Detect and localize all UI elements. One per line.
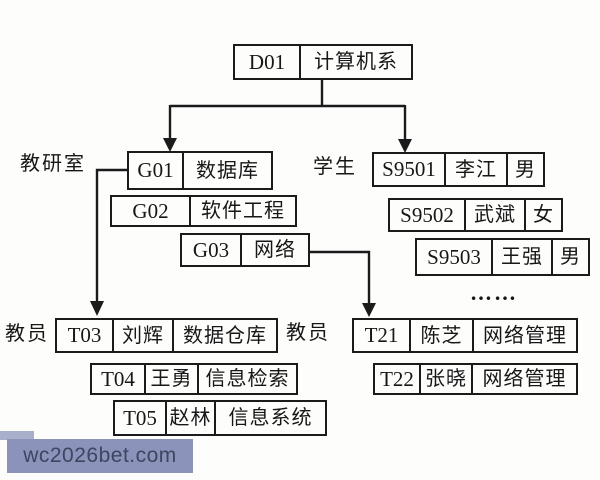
record-s9503-name: 王强 [491,240,551,274]
record-t22: T22 张晓 网络管理 [373,363,578,395]
record-t21-course: 网络管理 [472,320,576,351]
record-s9502-id: S9502 [400,202,454,227]
record-s9501-sex: 男 [506,154,543,185]
record-t05-name: 赵林 [165,402,214,434]
record-t21-id: T21 [364,323,399,347]
record-g02-name: 软件工程 [189,197,295,225]
arrowhead-g01 [163,138,177,152]
record-g03-id: G03 [192,237,230,262]
record-d01-name: 计算机系 [299,46,411,78]
label-jiaoyuan-left: 教员 [5,323,49,345]
arrowhead-t03 [90,301,104,316]
record-t03-course: 数据仓库 [172,320,276,351]
watermark-notch [0,431,34,440]
record-s9501: S9501 李江 男 [372,152,545,187]
record-d01: D01 计算机系 [233,44,413,80]
ellipsis-more-students: …… [470,280,518,305]
record-g02: G02 软件工程 [110,195,297,227]
record-t05-course: 信息系统 [214,402,325,434]
record-t03-id: T03 [67,323,102,347]
record-s9502-sex: 女 [524,200,561,230]
record-g01-name: 数据库 [182,153,271,188]
watermark: wc2026bet.com [7,439,193,473]
record-t04-id: T04 [101,366,135,391]
record-t22-id: T22 [380,366,414,391]
record-t21: T21 陈芝 网络管理 [352,318,578,353]
edge-g03-to-t21 [310,250,371,305]
record-s9502-name: 武斌 [464,200,524,230]
record-s9501-id: S9501 [382,157,436,181]
record-s9503-id: S9503 [427,244,481,269]
record-g01-id: G01 [137,158,174,182]
arrowhead-t21 [362,303,376,317]
record-d01-id: D01 [248,49,286,74]
record-t04: T04 王勇 信息检索 [90,363,298,395]
record-t22-name: 张晓 [419,365,471,393]
record-t05: T05 赵林 信息系统 [113,400,327,436]
record-t04-name: 王勇 [144,365,197,393]
record-s9503-sex: 男 [551,240,588,274]
record-g03-name: 网络 [240,235,308,265]
record-t05-id: T05 [123,405,157,430]
record-t22-course: 网络管理 [471,365,576,393]
label-jiaoyuan-right: 教员 [286,322,330,344]
record-s9501-name: 李江 [444,154,506,185]
label-jiaoyanshi: 教研室 [20,153,86,175]
record-g03: G03 网络 [180,233,310,267]
record-g01: G01 数据库 [127,151,273,190]
record-t04-course: 信息检索 [197,365,296,393]
arrowhead-s9501 [398,139,412,153]
record-t21-name: 陈芝 [409,320,472,351]
record-g02-id: G02 [132,198,169,223]
record-s9502: S9502 武斌 女 [388,198,563,232]
edge-g01-to-t03 [95,168,127,303]
record-t03-name: 刘辉 [112,320,172,351]
record-s9503: S9503 王强 男 [415,238,590,276]
record-t03: T03 刘辉 数据仓库 [55,318,278,353]
label-xuesheng: 学生 [313,156,357,178]
